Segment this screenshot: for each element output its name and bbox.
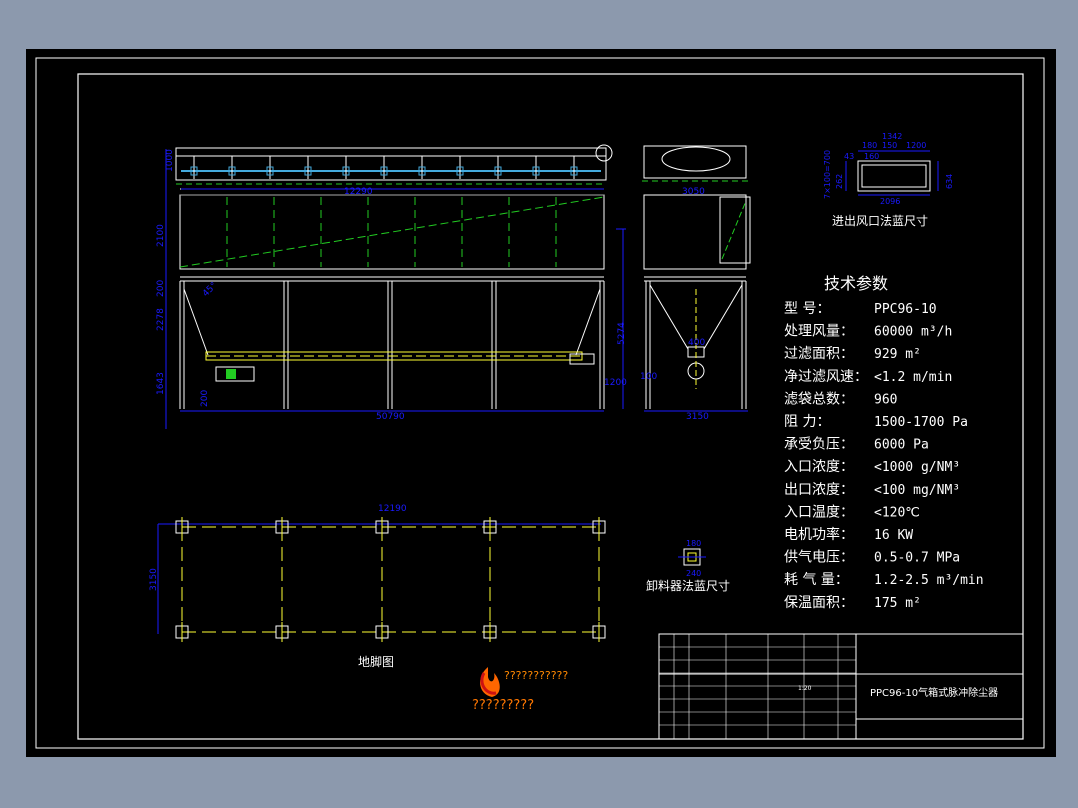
spec-value-10: 16 KW (874, 528, 913, 543)
flange-dim-6: 262 (835, 174, 844, 189)
spec-value-11: 0.5-0.7 MPa (874, 551, 960, 566)
spec-value-2: 929 m² (874, 347, 921, 362)
dim-plan-width: 3150 (149, 568, 159, 591)
dim-side-offset-b: 1200 (604, 378, 627, 388)
watermark: ??????????? ????????? (472, 667, 568, 713)
dim-overall-height: 5274 (617, 322, 627, 345)
dim-plan-length: 12190 (378, 504, 407, 514)
spec-label-7: 入口浓度： (784, 459, 854, 475)
cad-drawing-viewport[interactable]: 1000 12290 2100 200 2278 1643 200 50790 … (26, 49, 1056, 757)
spec-value-3: <1.2 m/min (874, 370, 952, 385)
motor-icon (215, 366, 255, 382)
dim-upper-length: 12290 (344, 187, 373, 197)
spec-label-13: 保温面积： (784, 595, 854, 611)
discharger-dim-1: 240 (686, 569, 701, 578)
inlet-flange-box (719, 196, 751, 264)
top-header (175, 147, 607, 181)
spec-value-13: 175 m² (874, 596, 921, 611)
air-tank (661, 146, 731, 172)
watermark-line1: ??????????? (504, 669, 568, 682)
dim-side-bottom-width: 3150 (686, 412, 709, 422)
drawing-canvas: 1000 12290 2100 200 2278 1643 200 50790 … (35, 57, 1045, 749)
title-block-scale: 1:20 (798, 685, 812, 692)
spec-value-9: <120℃ (874, 505, 920, 520)
spec-label-10: 电机功率： (784, 526, 854, 543)
dim-hopper-rim: 200 (156, 280, 166, 297)
title-block-name: PPC96-10气箱式脉冲除尘器 (870, 686, 998, 699)
flange-dim-5: 160 (864, 152, 879, 161)
discharger-title: 卸料器法蓝尺寸 (646, 578, 730, 593)
spec-value-12: 1.2-2.5 m³/min (874, 573, 984, 588)
dim-side-top-width: 3050 (682, 187, 705, 197)
dim-total-length: 50790 (376, 412, 405, 422)
flange-detail: 1342 180 150 1200 43 160 262 7×100=700 6… (823, 132, 954, 228)
side-dimensions: 3050 400 100 3150 (640, 187, 709, 422)
flange-dim-2: 150 (882, 141, 897, 150)
flange-dim-0: 1342 (882, 132, 902, 141)
foundation-plan: 12190 3150 地脚图 (149, 504, 606, 669)
spec-label-2: 过滤面积： (784, 346, 854, 362)
spec-value-4: 960 (874, 392, 897, 407)
plan-caption: 地脚图 (358, 654, 394, 669)
dim-side-offset-a: 100 (640, 372, 657, 382)
dim-leg-lower: 1643 (156, 372, 166, 395)
dim-angle: 45° (201, 281, 219, 299)
dim-top-height: 1000 (165, 149, 175, 172)
spec-label-11: 供气电压： (784, 550, 854, 566)
side-elevation (642, 145, 751, 412)
fan-icon (595, 144, 613, 162)
discharger-flange: 180 240 卸料器法蓝尺寸 (646, 539, 730, 593)
dim-box-height: 2100 (156, 224, 166, 247)
spec-label-8: 出口浓度： (784, 482, 854, 498)
flange-title: 进出风口法蓝尺寸 (832, 214, 928, 228)
flange-dim-9: 2096 (880, 197, 900, 206)
discharger-dim-0: 180 (686, 539, 701, 548)
spec-label-4: 滤袋总数： (784, 391, 854, 407)
spec-label-1: 处理风量： (784, 324, 854, 340)
flange-dim-3: 1200 (906, 141, 926, 150)
spec-title: 技术参数 (824, 274, 888, 293)
inner-frame (77, 73, 1024, 740)
spec-value-6: 6000 Pa (874, 438, 929, 453)
spec-label-0: 型 号： (784, 301, 830, 317)
flange-dim-1: 180 (862, 141, 877, 150)
spec-value-1: 60000 m³/h (874, 325, 952, 340)
spec-value-8: <100 mg/NM³ (874, 483, 960, 498)
outer-frame (35, 57, 1045, 749)
flange-dim-8: 634 (945, 174, 954, 189)
spec-table: 技术参数 型 号： PPC96-10 处理风量： 60000 m³/h 过滤面积： 929… (784, 274, 984, 611)
filter-box (179, 194, 605, 270)
watermark-line2: ????????? (472, 698, 534, 713)
spec-value-5: 1500-1700 Pa (874, 415, 968, 430)
spec-label-3: 净过滤风速： (784, 369, 868, 385)
spec-label-6: 承受负压： (784, 437, 854, 453)
dim-outlet-width: 400 (688, 338, 705, 348)
spec-value-0: PPC96-10 (874, 302, 937, 317)
dim-leg-upper: 2278 (156, 308, 166, 331)
title-block: PPC96-10气箱式脉冲除尘器 1:20 (658, 633, 1024, 740)
spec-value-7: <1000 g/NM³ (874, 460, 960, 475)
flange-dim-4: 43 (844, 152, 854, 161)
spec-label-9: 入口温度： (784, 504, 854, 520)
spec-label-5: 阻 力： (784, 414, 830, 430)
dim-base-offset: 200 (200, 390, 210, 407)
front-elevation (175, 144, 613, 412)
inlet-duct-centerline (179, 196, 605, 268)
flange-dim-7: 7×100=700 (823, 150, 832, 199)
spec-label-12: 耗 气 量： (784, 572, 849, 588)
